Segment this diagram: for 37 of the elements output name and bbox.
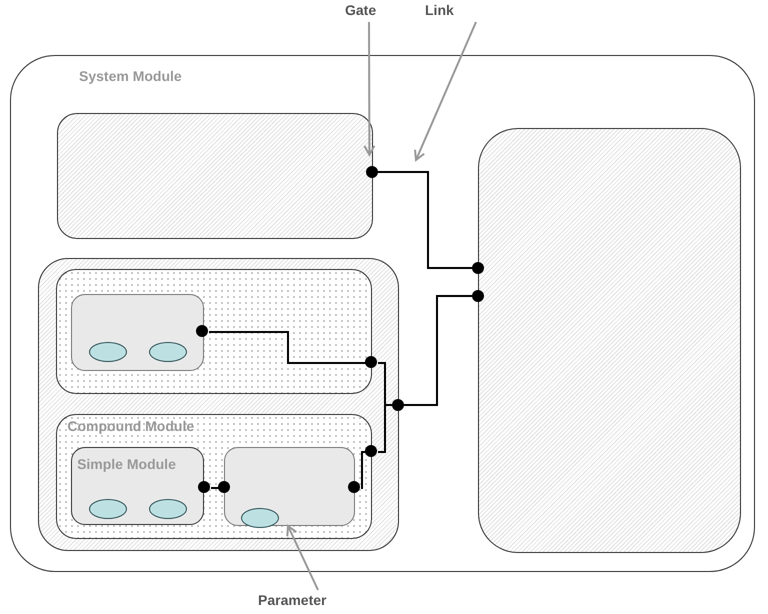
parameter-ellipse: [88, 498, 127, 519]
gate-dot: [196, 325, 208, 338]
gate-dot: [472, 262, 484, 274]
link-line: [378, 171, 472, 269]
parameter-ellipse: [88, 342, 127, 362]
gate-dot: [472, 290, 484, 302]
simple-module-box: [71, 447, 204, 526]
compound-module-box: [56, 414, 372, 540]
parameter-ellipse: [148, 342, 187, 362]
module-title: Simple Module: [77, 456, 176, 472]
link-line: [404, 295, 472, 406]
link-line: [378, 404, 392, 453]
compound-module-box: [56, 269, 372, 394]
module-title: Compound Module: [67, 418, 194, 434]
parameter-ellipse: [148, 498, 187, 519]
system-module-box: [10, 55, 755, 572]
leader-line: [414, 22, 477, 161]
leader-line: [363, 22, 376, 156]
module-box: [56, 112, 373, 239]
module-title: System Module: [79, 68, 182, 84]
link-line: [209, 331, 366, 364]
link-line: [211, 487, 219, 489]
callout-label: Parameter: [258, 592, 326, 608]
compound-module-box: [38, 258, 399, 551]
gate-dot: [365, 445, 378, 458]
module-box: [478, 128, 741, 553]
leader-line: [286, 525, 319, 590]
gate-dot: [348, 481, 360, 494]
callout-label: Gate: [345, 2, 376, 18]
callout-label: Link: [425, 2, 454, 18]
simple-module-box: [224, 447, 356, 526]
simple-module-box: [71, 294, 204, 372]
parameter-ellipse: [240, 508, 279, 528]
gate-dot: [198, 481, 210, 494]
gate-dot: [365, 356, 378, 368]
link-line: [360, 451, 366, 489]
gate-dot: [218, 481, 230, 494]
